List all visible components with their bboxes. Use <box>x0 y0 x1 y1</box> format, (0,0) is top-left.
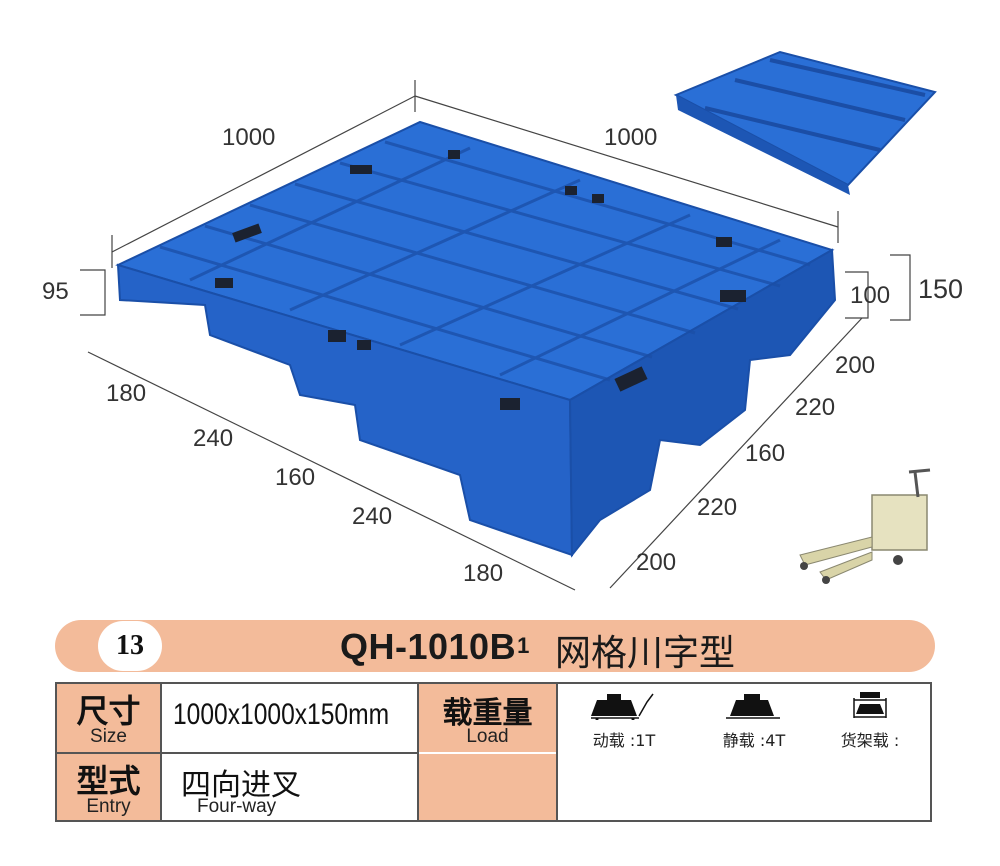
dimension-front-5: 180 <box>463 560 504 587</box>
dimension-side-3: 160 <box>745 440 786 467</box>
dimension-side-4: 220 <box>697 494 738 521</box>
load-label-cell: 载重量 Load <box>419 684 556 752</box>
dimension-front-2: 240 <box>193 425 234 452</box>
dimension-right-total-height: 150 <box>918 274 964 304</box>
load-static-label: 静载 :4T <box>722 731 786 750</box>
dimension-front-4: 240 <box>352 503 393 530</box>
model-code: QH-1010B <box>340 626 517 667</box>
entry-label-cell: 型式 Entry <box>57 754 160 820</box>
entry-label-zh: 型式 <box>76 762 141 800</box>
dimension-top-left: 1000 <box>222 124 276 151</box>
dimension-right-deck-height: 100 <box>850 282 891 309</box>
size-label-zh: 尺寸 <box>76 692 141 730</box>
spec-table: 尺寸 Size 型式 Entry 载重量 Load 1000x1000x150m… <box>55 682 932 822</box>
size-value: 1000x1000x150mm <box>173 698 390 731</box>
dimension-side-5: 200 <box>636 549 677 576</box>
dimension-left-height: 95 <box>42 278 69 305</box>
title-banner <box>55 620 935 672</box>
entry-value-zh: 四向进叉 <box>181 768 301 803</box>
entry-value-en: Four-way <box>197 796 277 817</box>
load-label-zh: 载重量 <box>442 696 533 731</box>
dimension-side-1: 200 <box>835 352 876 379</box>
dimension-lines <box>80 80 911 591</box>
model-name: QH-1010B1 <box>340 626 530 668</box>
pallet-underside-view <box>673 50 937 195</box>
divider <box>417 684 419 820</box>
divider <box>556 684 558 820</box>
pallet-diagram <box>80 50 937 591</box>
size-label-cell: 尺寸 Size <box>57 684 160 752</box>
load-dynamic-label: 动载 :1T <box>592 731 656 750</box>
dimension-top-right: 1000 <box>604 124 658 151</box>
load-item-rack: 货架载 : <box>815 690 925 751</box>
load-item-dynamic: 动载 :1T <box>569 690 679 751</box>
load-rack-label: 货架载 : <box>840 731 900 750</box>
load-label-en: Load <box>466 726 509 747</box>
model-suffix: 1 <box>517 633 530 658</box>
dynamic-load-icon <box>591 693 654 721</box>
dimension-side-2: 220 <box>795 394 836 421</box>
empty-header-cell <box>419 754 556 820</box>
pallet-body <box>115 120 837 558</box>
dimension-front-3: 160 <box>275 464 316 491</box>
rack-load-icon <box>853 692 887 718</box>
divider <box>57 752 417 754</box>
product-number-badge: 13 <box>98 621 162 671</box>
pallet-type-name: 网格川字型 <box>555 633 736 674</box>
static-load-icon <box>726 694 780 719</box>
pallet-jack-icon <box>799 468 931 584</box>
dimension-front-1: 180 <box>106 380 147 407</box>
size-label-en: Size <box>90 726 127 747</box>
entry-label-en: Entry <box>86 796 131 817</box>
load-item-static: 静载 :4T <box>699 690 809 751</box>
